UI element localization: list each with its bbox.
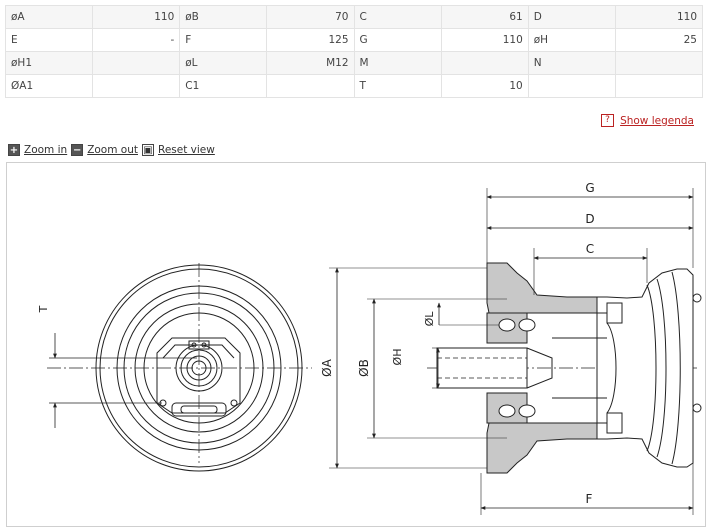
dim-label-c: C <box>586 242 594 256</box>
spec-value <box>440 51 529 75</box>
zoom-in-label: Zoom in <box>24 144 68 156</box>
spec-label: C1 <box>179 74 268 98</box>
spec-value: 125 <box>266 28 355 52</box>
dim-label-b: ØB <box>357 359 371 377</box>
spec-value <box>614 51 704 75</box>
technical-drawing[interactable]: T <box>6 162 706 527</box>
spec-label <box>527 74 616 98</box>
spec-label: E <box>4 28 94 52</box>
spec-label: N <box>527 51 616 75</box>
dimension-lines <box>329 188 694 515</box>
spec-value: 10 <box>440 74 529 98</box>
zoom-out-label: Zoom out <box>87 144 138 156</box>
spec-label: ØA1 <box>4 74 94 98</box>
spec-label: D <box>527 5 616 29</box>
spec-label: øA <box>4 5 94 29</box>
spec-label: G <box>353 28 442 52</box>
reset-view-button[interactable]: ▣ Reset view <box>142 144 215 156</box>
zoom-in-button[interactable]: + Zoom in <box>8 144 67 156</box>
spec-label: M <box>353 51 442 75</box>
drawing-canvas: T <box>37 181 702 515</box>
drawing-toolbar: + Zoom in − Zoom out ▣ Reset view <box>8 144 219 156</box>
dim-label-f: F <box>586 492 593 506</box>
spec-value <box>266 74 355 98</box>
spec-label: øB <box>179 5 268 29</box>
spec-value <box>92 51 181 75</box>
spec-value: M12 <box>266 51 355 75</box>
dim-label-a: ØA <box>320 358 334 376</box>
dim-label-d: D <box>585 212 594 226</box>
side-view <box>427 262 702 474</box>
spec-label: T <box>353 74 442 98</box>
spec-value: 25 <box>614 28 704 52</box>
dim-label-g: G <box>585 181 594 195</box>
spec-value: 110 <box>614 5 704 29</box>
spec-label: F <box>179 28 268 52</box>
reset-view-icon: ▣ <box>142 144 154 156</box>
spec-value: 61 <box>440 5 529 29</box>
spec-value <box>92 74 181 98</box>
spec-value: 110 <box>440 28 529 52</box>
front-view <box>47 263 312 472</box>
spec-value <box>614 74 704 98</box>
reset-view-label: Reset view <box>158 144 215 156</box>
plus-icon: + <box>8 144 20 156</box>
spec-value: 110 <box>92 5 181 29</box>
spec-value: - <box>92 28 181 52</box>
show-legenda-link[interactable]: Show legenda <box>620 114 694 127</box>
dimension-labels: G D C F ØA ØB ØH ØL <box>320 181 595 506</box>
dim-label-l: ØL <box>423 311 436 327</box>
spec-value: 70 <box>266 5 355 29</box>
minus-icon: − <box>71 144 84 156</box>
help-icon: ? <box>601 114 615 127</box>
spec-label: C <box>353 5 442 29</box>
dim-label-h: ØH <box>391 349 404 366</box>
spec-label: øH <box>527 28 616 52</box>
zoom-out-button[interactable]: − Zoom out <box>71 144 138 156</box>
spec-label: øH1 <box>4 51 94 75</box>
spec-label: øL <box>179 51 268 75</box>
dim-label-t: T <box>37 305 50 313</box>
legend-toggle[interactable]: ? Show legenda <box>601 114 694 127</box>
